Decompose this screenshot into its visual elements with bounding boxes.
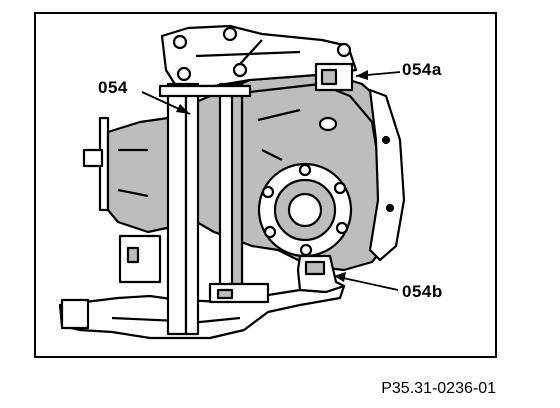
base-bracket bbox=[60, 298, 90, 330]
bracket-bolt bbox=[172, 34, 188, 50]
side-cover bbox=[368, 88, 406, 262]
figure-reference-number: P35.31-0236-01 bbox=[381, 380, 496, 397]
bracket-bolt bbox=[176, 66, 192, 82]
callout-054a: 054a bbox=[402, 60, 442, 79]
bracket-bolt bbox=[222, 26, 238, 42]
callout-054b: 054b bbox=[402, 282, 443, 301]
base-plate bbox=[58, 284, 346, 340]
callout-054: 054 bbox=[98, 78, 128, 97]
tool-054-rod-mid bbox=[184, 82, 200, 336]
input-shaft-housing bbox=[106, 116, 178, 234]
bracket-bolt bbox=[336, 42, 352, 58]
bracket-bolt bbox=[232, 62, 248, 78]
rod-clamp-upper bbox=[158, 84, 252, 98]
lower-mount bbox=[118, 234, 162, 284]
tool-054-rod-left bbox=[166, 82, 188, 336]
